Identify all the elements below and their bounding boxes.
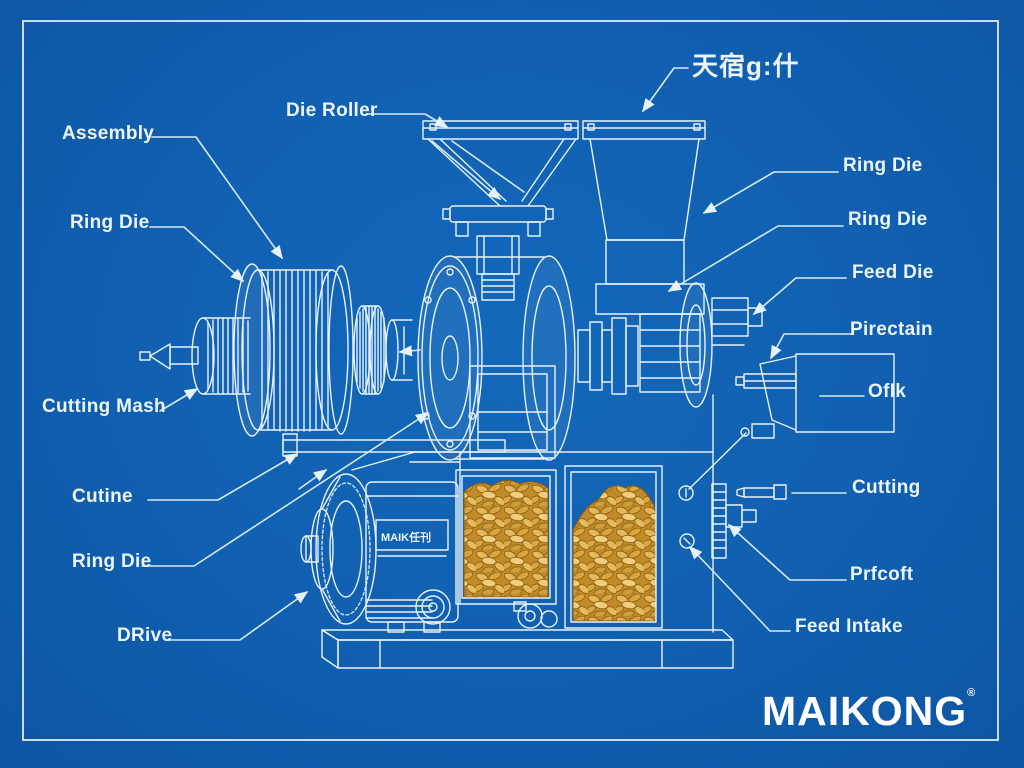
discharge-flange: [679, 282, 763, 408]
under-bin-rollers: [513, 601, 558, 629]
leader-die-roller-inner: [431, 140, 502, 201]
leader-feed-die: [752, 277, 847, 316]
label-ring-die-r2: Ring Die: [848, 209, 928, 230]
maikong-logo-mark: ®: [967, 687, 977, 699]
leader-ring-die-2: [141, 412, 430, 567]
pellet-bin-1: [455, 469, 557, 605]
label-cjk-title: 天宿g:什: [692, 51, 800, 81]
pointer-motor: [298, 469, 328, 490]
leader-pirectain: [770, 333, 852, 360]
label-drive: DRive: [117, 625, 173, 646]
leader-die-roller-inner-2: [451, 140, 525, 193]
main-shaft: [577, 317, 639, 395]
right-hopper: [582, 120, 706, 393]
side-rack: [678, 432, 787, 559]
leader-cutine: [147, 453, 299, 501]
base-platform: [321, 629, 734, 669]
left-hopper: [422, 120, 579, 301]
leader-ring-die-1: [149, 226, 245, 283]
label-feed-intake: Feed Intake: [795, 616, 903, 637]
label-die-roller: Die Roller: [286, 100, 378, 121]
drive-motor: [300, 473, 459, 633]
label-cutting-mash: Cutting Mash: [42, 396, 166, 417]
leader-feed-intake: [688, 545, 791, 632]
label-prfcoft: Prfcoft: [850, 564, 914, 585]
pellet-bin-2: [564, 465, 663, 629]
ring-die-drum-assembly: [139, 263, 354, 437]
label-ring-die-1: Ring Die: [70, 212, 150, 233]
leader-prfcoft: [727, 523, 847, 581]
leader-ring-die-r2: [667, 225, 844, 292]
maikong-logo-text: MAIKONG: [762, 688, 968, 734]
label-cutting: Cutting: [852, 477, 921, 498]
label-pirectain: Pirectain: [850, 319, 933, 340]
label-assembly: Assembly: [62, 123, 155, 144]
frame: [282, 394, 714, 633]
maikong-logo: MAIKONG®: [762, 688, 976, 735]
leader-ring-die-r1: [702, 171, 839, 214]
label-cutine: Cutine: [72, 486, 133, 507]
leader-cjk: [642, 67, 689, 113]
outlet-box: [735, 353, 895, 439]
label-ring-die-2: Ring Die: [72, 551, 152, 572]
leader-cutting-mash: [159, 388, 199, 412]
gear-coupling: [353, 305, 421, 395]
label-ofik: OfIk: [868, 381, 907, 402]
motor-plate-text: MAIK任刊: [381, 530, 431, 544]
leader-drive: [167, 591, 309, 641]
label-ring-die-r1: Ring Die: [843, 155, 923, 176]
label-feed-die: Feed Die: [852, 262, 934, 283]
leader-die-roller: [367, 113, 449, 128]
leader-assembly: [151, 136, 283, 260]
mill-housing: [417, 255, 576, 461]
